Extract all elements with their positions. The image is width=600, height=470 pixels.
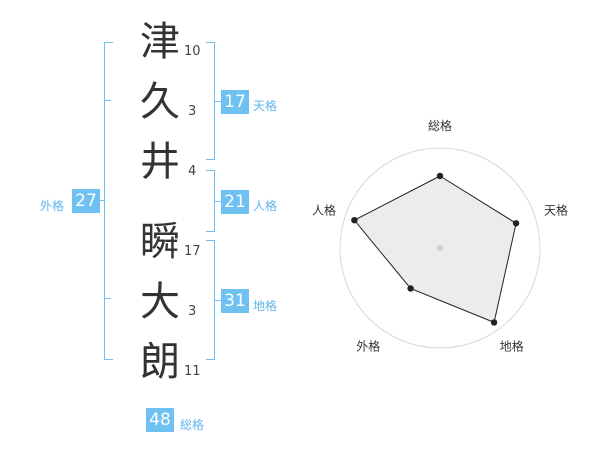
gaikaku-value-box: 27 [72, 189, 100, 213]
stroke-count-4: 17 [184, 244, 201, 259]
stroke-count-5: 3 [188, 304, 197, 319]
stroke-count-6: 11 [184, 364, 201, 379]
radar-point-3 [490, 319, 498, 326]
radar-axis-label-2: 天格 [544, 202, 568, 217]
radar-center-dot [437, 245, 443, 251]
soukaku-value-box: 48 [146, 408, 174, 432]
gaikaku-connector [98, 200, 105, 201]
radar-grid [339, 147, 541, 349]
name-char-3: 井 [140, 139, 180, 185]
jinkaku-connector [214, 201, 221, 202]
stroke-count-2: 3 [188, 104, 197, 119]
tenkaku-value-box: 17 [221, 90, 249, 114]
tenkaku-label: 天格 [253, 99, 278, 113]
stroke-count-1: 10 [184, 44, 201, 59]
gaikaku-label: 外格 [40, 199, 65, 213]
chikaku-label: 地格 [253, 299, 278, 313]
name-char-2: 久 [140, 79, 180, 125]
name-char-4: 瞬 [140, 219, 180, 265]
radar-point-5 [351, 216, 358, 224]
soukaku-label: 総格 [180, 418, 205, 432]
stroke-count-3: 4 [188, 164, 197, 179]
radar-point-2 [512, 220, 520, 227]
tenkaku-connector [214, 101, 221, 102]
radar-point-1 [436, 172, 444, 180]
radar-point-4 [407, 285, 414, 292]
radar-points [351, 172, 520, 326]
gaikaku-tick-2 [104, 298, 111, 299]
chikaku-value-box: 31 [221, 289, 249, 313]
radar-axis-label-3: 地格 [500, 339, 524, 354]
name-char-5: 大 [140, 279, 180, 325]
name-char-6: 朗 [140, 339, 180, 385]
gaikaku-tick-1 [104, 100, 111, 101]
radar-series-polygon [353, 175, 517, 324]
radar-axis-label-4: 外格 [356, 339, 380, 354]
name-char-1: 津 [140, 19, 180, 65]
jinkaku-value-box: 21 [221, 190, 249, 214]
radar-axis-label-5: 人格 [312, 202, 336, 217]
chikaku-connector [214, 300, 221, 301]
gaikaku-bracket [104, 42, 113, 360]
jinkaku-label: 人格 [253, 199, 278, 213]
radar-axis-label-1: 総格 [428, 118, 452, 133]
